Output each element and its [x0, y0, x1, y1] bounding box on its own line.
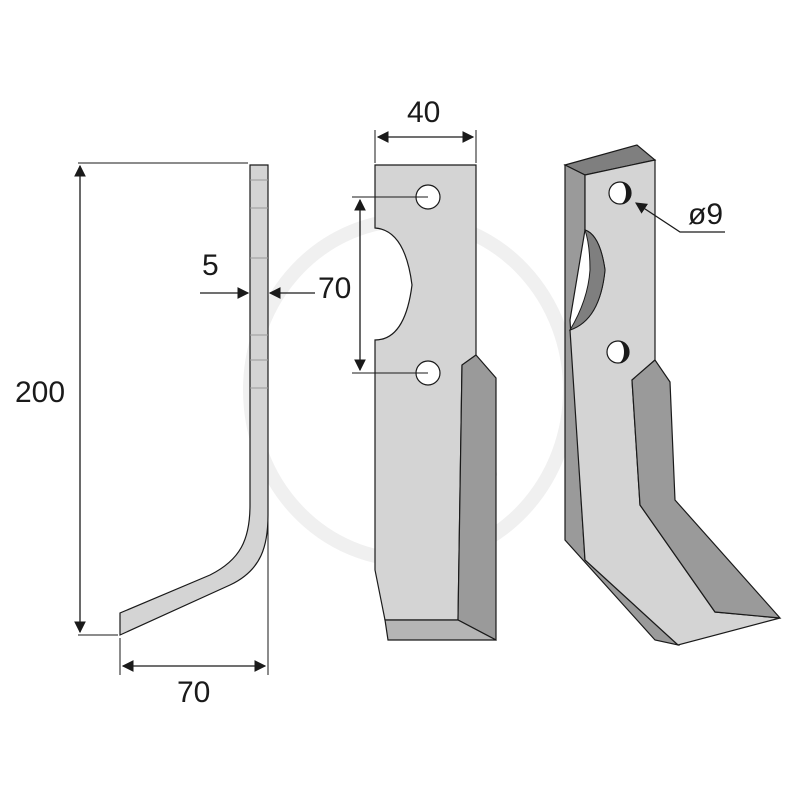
side-profile-view: 200 5 70: [15, 162, 315, 709]
hole-diameter-label: ø9: [688, 198, 723, 231]
perspective-bevel: [631, 359, 782, 619]
side-profile-segments: [250, 179, 268, 389]
perspective-notch: [568, 229, 606, 331]
perspective-lower-hole: [606, 340, 630, 364]
thickness-label: 5: [202, 249, 219, 282]
perspective-view: ø9: [563, 144, 782, 647]
height-label: 200: [15, 376, 65, 409]
side-profile-blade: [119, 164, 269, 636]
hole-spacing-label: 70: [318, 272, 351, 305]
offset-label: 70: [177, 676, 210, 709]
width-label: 40: [407, 96, 440, 129]
front-view: 40 70: [318, 96, 497, 641]
hole-diameter-leader: [635, 202, 725, 233]
front-blade-tip: [384, 619, 497, 641]
perspective-blade-face: [569, 159, 781, 646]
perspective-upper-hole: [608, 181, 632, 205]
front-blade-bevel: [457, 354, 497, 641]
